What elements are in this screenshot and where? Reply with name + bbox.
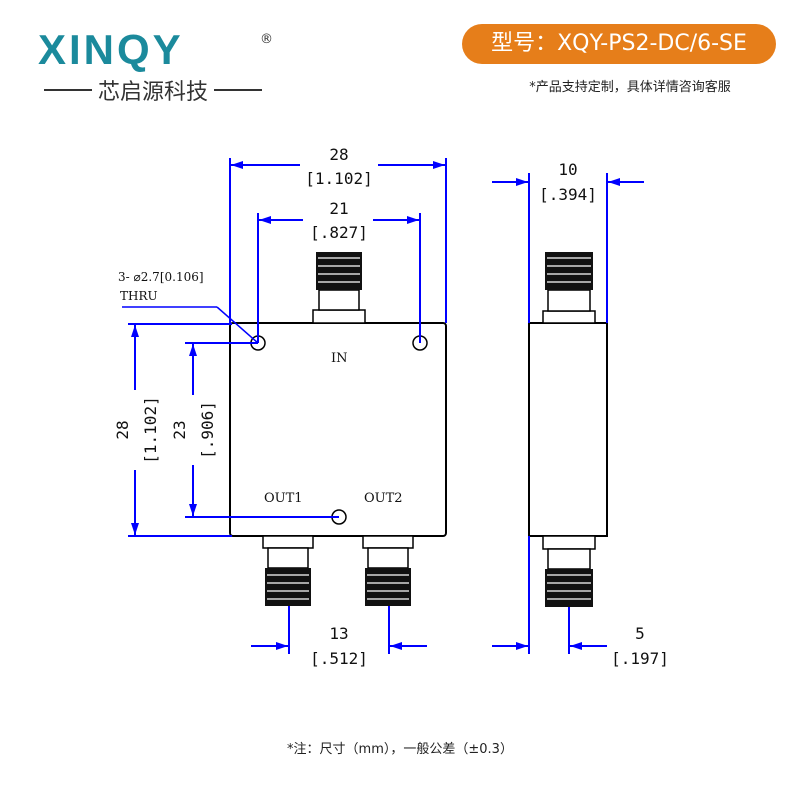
hole-note-line1: 3- ⌀2.7[0.106] — [118, 270, 204, 284]
side-bottom-connector — [542, 535, 596, 607]
logo-chinese-name: 芯启源科技 — [98, 80, 209, 105]
logo-dash-right — [214, 89, 263, 91]
customization-note: *产品支持定制，具体详情咨询客服 — [529, 80, 731, 95]
dim-hole-vertical — [185, 342, 339, 518]
side-housing — [528, 322, 608, 537]
dim-connector-offset-inch: [.197] — [611, 649, 669, 668]
dim-connector-offset — [492, 536, 607, 654]
port-label-out2: OUT2 — [364, 491, 403, 506]
dim-connector-offset-mm: 5 — [635, 624, 645, 643]
dim-hole-span-inch: [.827] — [310, 223, 368, 242]
logo-wordmark: XINQY — [38, 26, 184, 73]
tolerance-note: *注：尺寸（mm），一般公差（±0.3） — [287, 742, 513, 757]
dim-hole-vertical-mm: 23 — [170, 420, 189, 439]
front-view: IN OUT1 OUT2 28 [1.102] 21 [.827] — [113, 145, 447, 668]
out1-connector — [262, 535, 314, 606]
dim-hole-vertical-inch: [.906] — [198, 401, 217, 459]
dim-thickness — [492, 173, 644, 323]
hole-note-leader — [122, 306, 259, 344]
dim-width — [229, 158, 447, 323]
dim-width-mm: 28 — [329, 145, 348, 164]
out2-connector — [362, 535, 414, 606]
dim-hole-span — [257, 213, 421, 343]
dim-hole-span-mm: 21 — [329, 199, 348, 218]
dim-height-mm: 28 — [113, 420, 132, 439]
logo-dash-left — [44, 89, 92, 91]
dim-width-inch: [1.102] — [305, 169, 372, 188]
model-number-badge: 型号：XQY-PS2-DC/6-SE — [462, 24, 776, 64]
in-connector — [312, 252, 366, 324]
side-top-connector — [542, 252, 596, 324]
registered-mark: ® — [260, 32, 273, 47]
dim-thickness-mm: 10 — [558, 160, 577, 179]
dim-port-spacing-inch: [.512] — [310, 649, 368, 668]
logo-subtitle: 芯启源科技 — [38, 74, 268, 106]
dim-port-spacing — [251, 606, 427, 654]
dim-thickness-inch: [.394] — [539, 185, 597, 204]
hole-note-line2: THRU — [120, 289, 158, 303]
brand-logo: XINQY ® 芯启源科技 — [38, 26, 278, 106]
port-label-out1: OUT1 — [264, 491, 303, 506]
dim-port-spacing-mm: 13 — [329, 624, 348, 643]
port-label-in: IN — [331, 351, 348, 366]
dim-height-inch: [1.102] — [141, 396, 160, 463]
side-view: 10 [.394] 5 [.197] — [492, 160, 669, 668]
dim-height — [128, 323, 232, 537]
